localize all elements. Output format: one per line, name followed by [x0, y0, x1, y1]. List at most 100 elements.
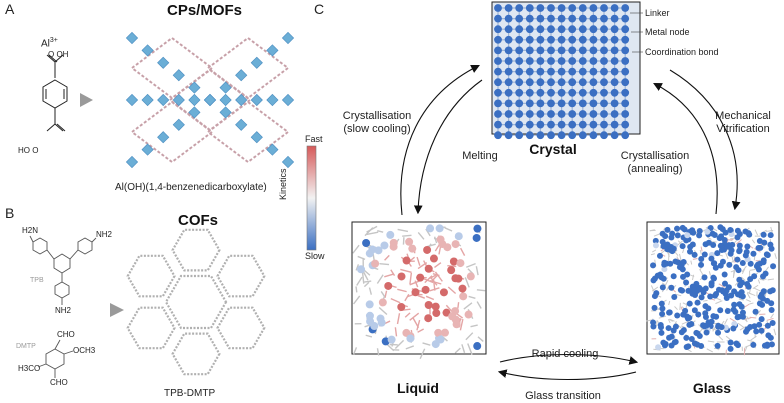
- glass-node: [682, 307, 689, 314]
- glass-node: [727, 345, 734, 352]
- mof-metal-node: [157, 131, 170, 144]
- liquid-linker: [400, 268, 412, 273]
- mof-linker: [130, 36, 214, 100]
- glass-linker: [770, 313, 775, 319]
- label-glass-transition: Glass transition: [525, 390, 601, 402]
- crystal-metal-node: [525, 120, 534, 129]
- glass-structure: [646, 224, 777, 356]
- glass-node: [668, 243, 675, 250]
- glass-node: [735, 267, 742, 274]
- liquid-linker: [476, 301, 482, 309]
- liquid-linker: [355, 264, 360, 271]
- liquid-linker: [378, 307, 388, 316]
- crystal-metal-node: [589, 14, 598, 23]
- liquid-node: [438, 240, 447, 249]
- crystal-metal-node: [621, 4, 630, 12]
- crystal-metal-node: [610, 99, 619, 108]
- crystal-metal-node: [621, 110, 630, 118]
- crystal-metal-node: [621, 57, 630, 65]
- liquid-node: [397, 302, 406, 311]
- liquid-linker: [353, 347, 358, 355]
- liquid-node: [384, 281, 393, 290]
- crystal-metal-node: [600, 57, 608, 65]
- liquid-node: [371, 259, 380, 268]
- crystal-metal-node: [515, 99, 524, 108]
- glass-node: [659, 310, 666, 317]
- liquid-linker: [402, 234, 412, 237]
- crystal-metal-node: [536, 46, 545, 55]
- glass-node: [702, 314, 709, 321]
- liquid-linker: [356, 276, 363, 286]
- crystal-metal-node: [568, 120, 577, 129]
- glass-linker: [741, 265, 747, 273]
- crystal-metal-node: [610, 78, 619, 87]
- glass-node: [712, 292, 719, 299]
- glass-node: [679, 287, 686, 294]
- glass-linker: [668, 318, 673, 322]
- liquid-linker: [396, 313, 401, 325]
- mof-caption: Al(OH)(1,4-benzenedicarboxylate): [115, 182, 267, 193]
- glass-linker: [667, 318, 671, 324]
- crystal-metal-node: [589, 67, 598, 76]
- crystal-metal-node: [621, 88, 630, 97]
- glass-node: [708, 255, 715, 262]
- liquid-node: [447, 266, 456, 275]
- metal-ion-label: Al3+: [41, 37, 58, 50]
- glass-linker: [757, 279, 761, 284]
- glass-linker: [751, 239, 756, 244]
- glass-node: [767, 241, 774, 248]
- liquid-node: [406, 334, 415, 343]
- glass-linker: [674, 293, 682, 297]
- glass-node: [691, 287, 698, 294]
- glass-node: [744, 243, 751, 250]
- crystal-metal-node: [525, 88, 534, 97]
- glass-node: [684, 315, 691, 322]
- glass-node: [732, 308, 739, 315]
- liquid-node: [365, 300, 374, 309]
- glass-node: [662, 340, 669, 347]
- glass-node: [698, 261, 705, 268]
- mof-linker: [168, 68, 252, 132]
- crystal-metal-node: [515, 35, 524, 44]
- glass-node: [743, 249, 750, 256]
- crystal-metal-node: [578, 110, 587, 118]
- crystal-metal-node: [536, 35, 545, 44]
- liquid-node: [456, 259, 465, 268]
- crystal-metal-node: [568, 14, 577, 23]
- mof-metal-node: [281, 93, 295, 107]
- crystal-metal-node: [610, 14, 619, 23]
- crystal-metal-node: [547, 35, 555, 44]
- liquid-node: [429, 254, 438, 263]
- dmtp-structure: [37, 339, 74, 378]
- mof-metal-node: [266, 143, 279, 156]
- crystal-metal-node: [610, 131, 619, 140]
- glass-node: [744, 280, 751, 287]
- legend-coordination-bond: Coordination bond: [645, 47, 719, 57]
- glass-node: [683, 279, 690, 286]
- liquid-node: [376, 314, 385, 323]
- liquid-linker: [476, 289, 486, 292]
- glass-linker: [766, 318, 774, 321]
- crystal-metal-node: [504, 4, 513, 12]
- crystal-metal-node: [568, 35, 577, 44]
- glass-node: [702, 303, 709, 310]
- glass-linker: [682, 302, 687, 306]
- glass-node: [679, 243, 686, 250]
- glass-node: [747, 323, 754, 330]
- liquid-linker: [363, 269, 371, 276]
- crystal-metal-node: [610, 67, 619, 76]
- glass-node: [724, 308, 731, 315]
- crystal-metal-node: [504, 35, 513, 44]
- glass-node: [734, 256, 741, 263]
- glass-node: [691, 251, 698, 258]
- glass-node: [747, 276, 754, 283]
- crystal-metal-node: [525, 4, 534, 12]
- liquid-linker: [465, 332, 474, 341]
- liquid-node: [389, 242, 398, 251]
- glass-node: [742, 228, 749, 235]
- glass-node: [759, 301, 766, 308]
- liquid-linker: [429, 274, 437, 279]
- crystal-metal-node: [568, 46, 577, 55]
- liquid-linker: [384, 273, 395, 278]
- tpb-amine-left: H2N: [22, 226, 39, 235]
